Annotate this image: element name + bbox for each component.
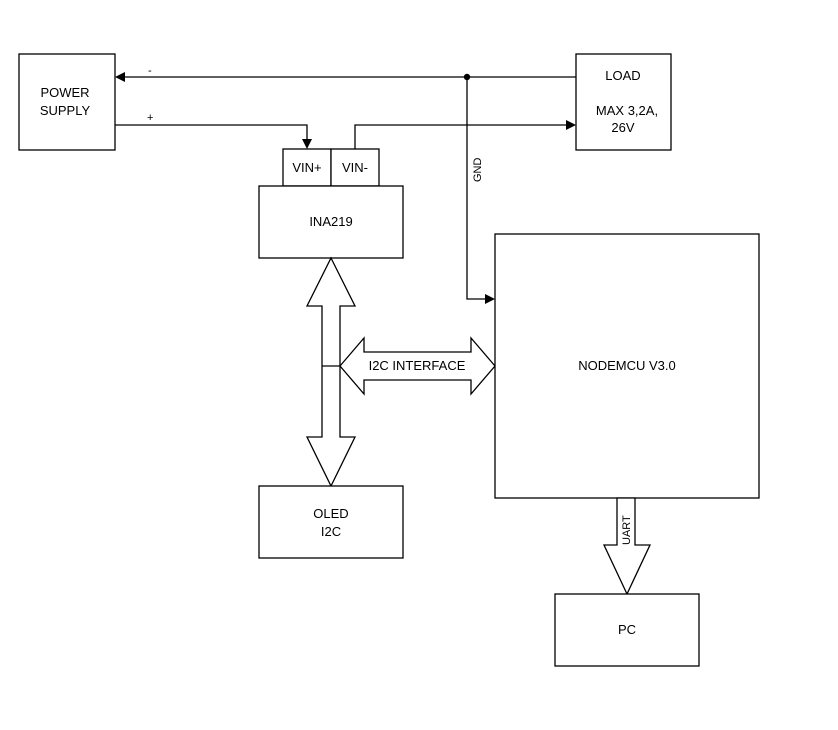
- uart-label: UART: [621, 515, 633, 545]
- power-supply-block: POWER SUPPLY: [18, 53, 116, 151]
- load-label: LOAD: [605, 68, 640, 83]
- pc-label: PC: [618, 622, 636, 637]
- ina219-block: INA219: [258, 185, 404, 259]
- load-spec-line2: 26V: [611, 120, 634, 135]
- negative-wire: -: [115, 65, 576, 82]
- vin-minus-terminal: VIN-: [330, 148, 380, 187]
- pc-block: PC: [554, 593, 700, 667]
- nodemcu-block: NODEMCU V3.0: [494, 233, 760, 499]
- minus-sign-label: -: [148, 65, 152, 77]
- plus-sign-label: +: [147, 112, 153, 124]
- vin-plus-label: VIN+: [292, 160, 321, 175]
- i2c-interface-arrow: I2C INTERFACE: [322, 336, 496, 396]
- nodemcu-label: NODEMCU V3.0: [578, 358, 676, 373]
- oled-label-line2: I2C: [321, 524, 341, 539]
- gnd-label: GND: [472, 158, 484, 183]
- load-spec-line1: MAX 3,2A,: [596, 103, 658, 118]
- positive-wire: +: [115, 112, 312, 149]
- uart-arrow: UART: [602, 497, 652, 596]
- oled-block: OLED I2C: [258, 485, 404, 559]
- gnd-wire: GND: [466, 77, 495, 304]
- power-supply-label-line1: POWER: [40, 85, 89, 100]
- vin-minus-label: VIN-: [342, 160, 368, 175]
- power-supply-label-line2: SUPPLY: [40, 103, 91, 118]
- i2c-interface-label: I2C INTERFACE: [369, 358, 466, 373]
- vin-plus-terminal: VIN+: [282, 148, 332, 187]
- oled-label-line1: OLED: [313, 506, 348, 521]
- load-block: LOAD MAX 3,2A, 26V: [575, 53, 672, 151]
- vin-minus-to-load-wire: [354, 120, 576, 157]
- ina219-label: INA219: [309, 214, 352, 229]
